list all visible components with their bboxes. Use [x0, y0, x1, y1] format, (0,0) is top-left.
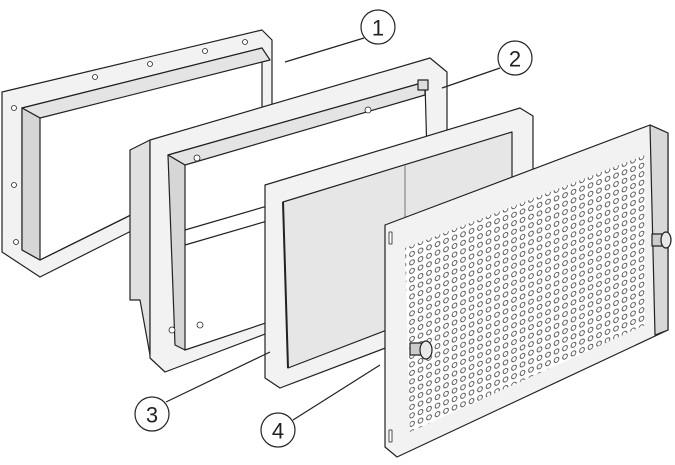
thumb-screw-icon — [409, 340, 433, 360]
svg-text:3: 3 — [146, 403, 158, 428]
svg-text:2: 2 — [509, 47, 521, 72]
thumb-screw-icon — [651, 231, 672, 249]
knob-socket — [417, 79, 429, 91]
callout-3: 3 — [134, 351, 271, 432]
callout-2: 2 — [441, 40, 533, 89]
svg-text:1: 1 — [372, 16, 384, 41]
svg-text:4: 4 — [272, 419, 284, 444]
callout-4: 4 — [260, 364, 381, 448]
callout-1: 1 — [284, 9, 396, 63]
